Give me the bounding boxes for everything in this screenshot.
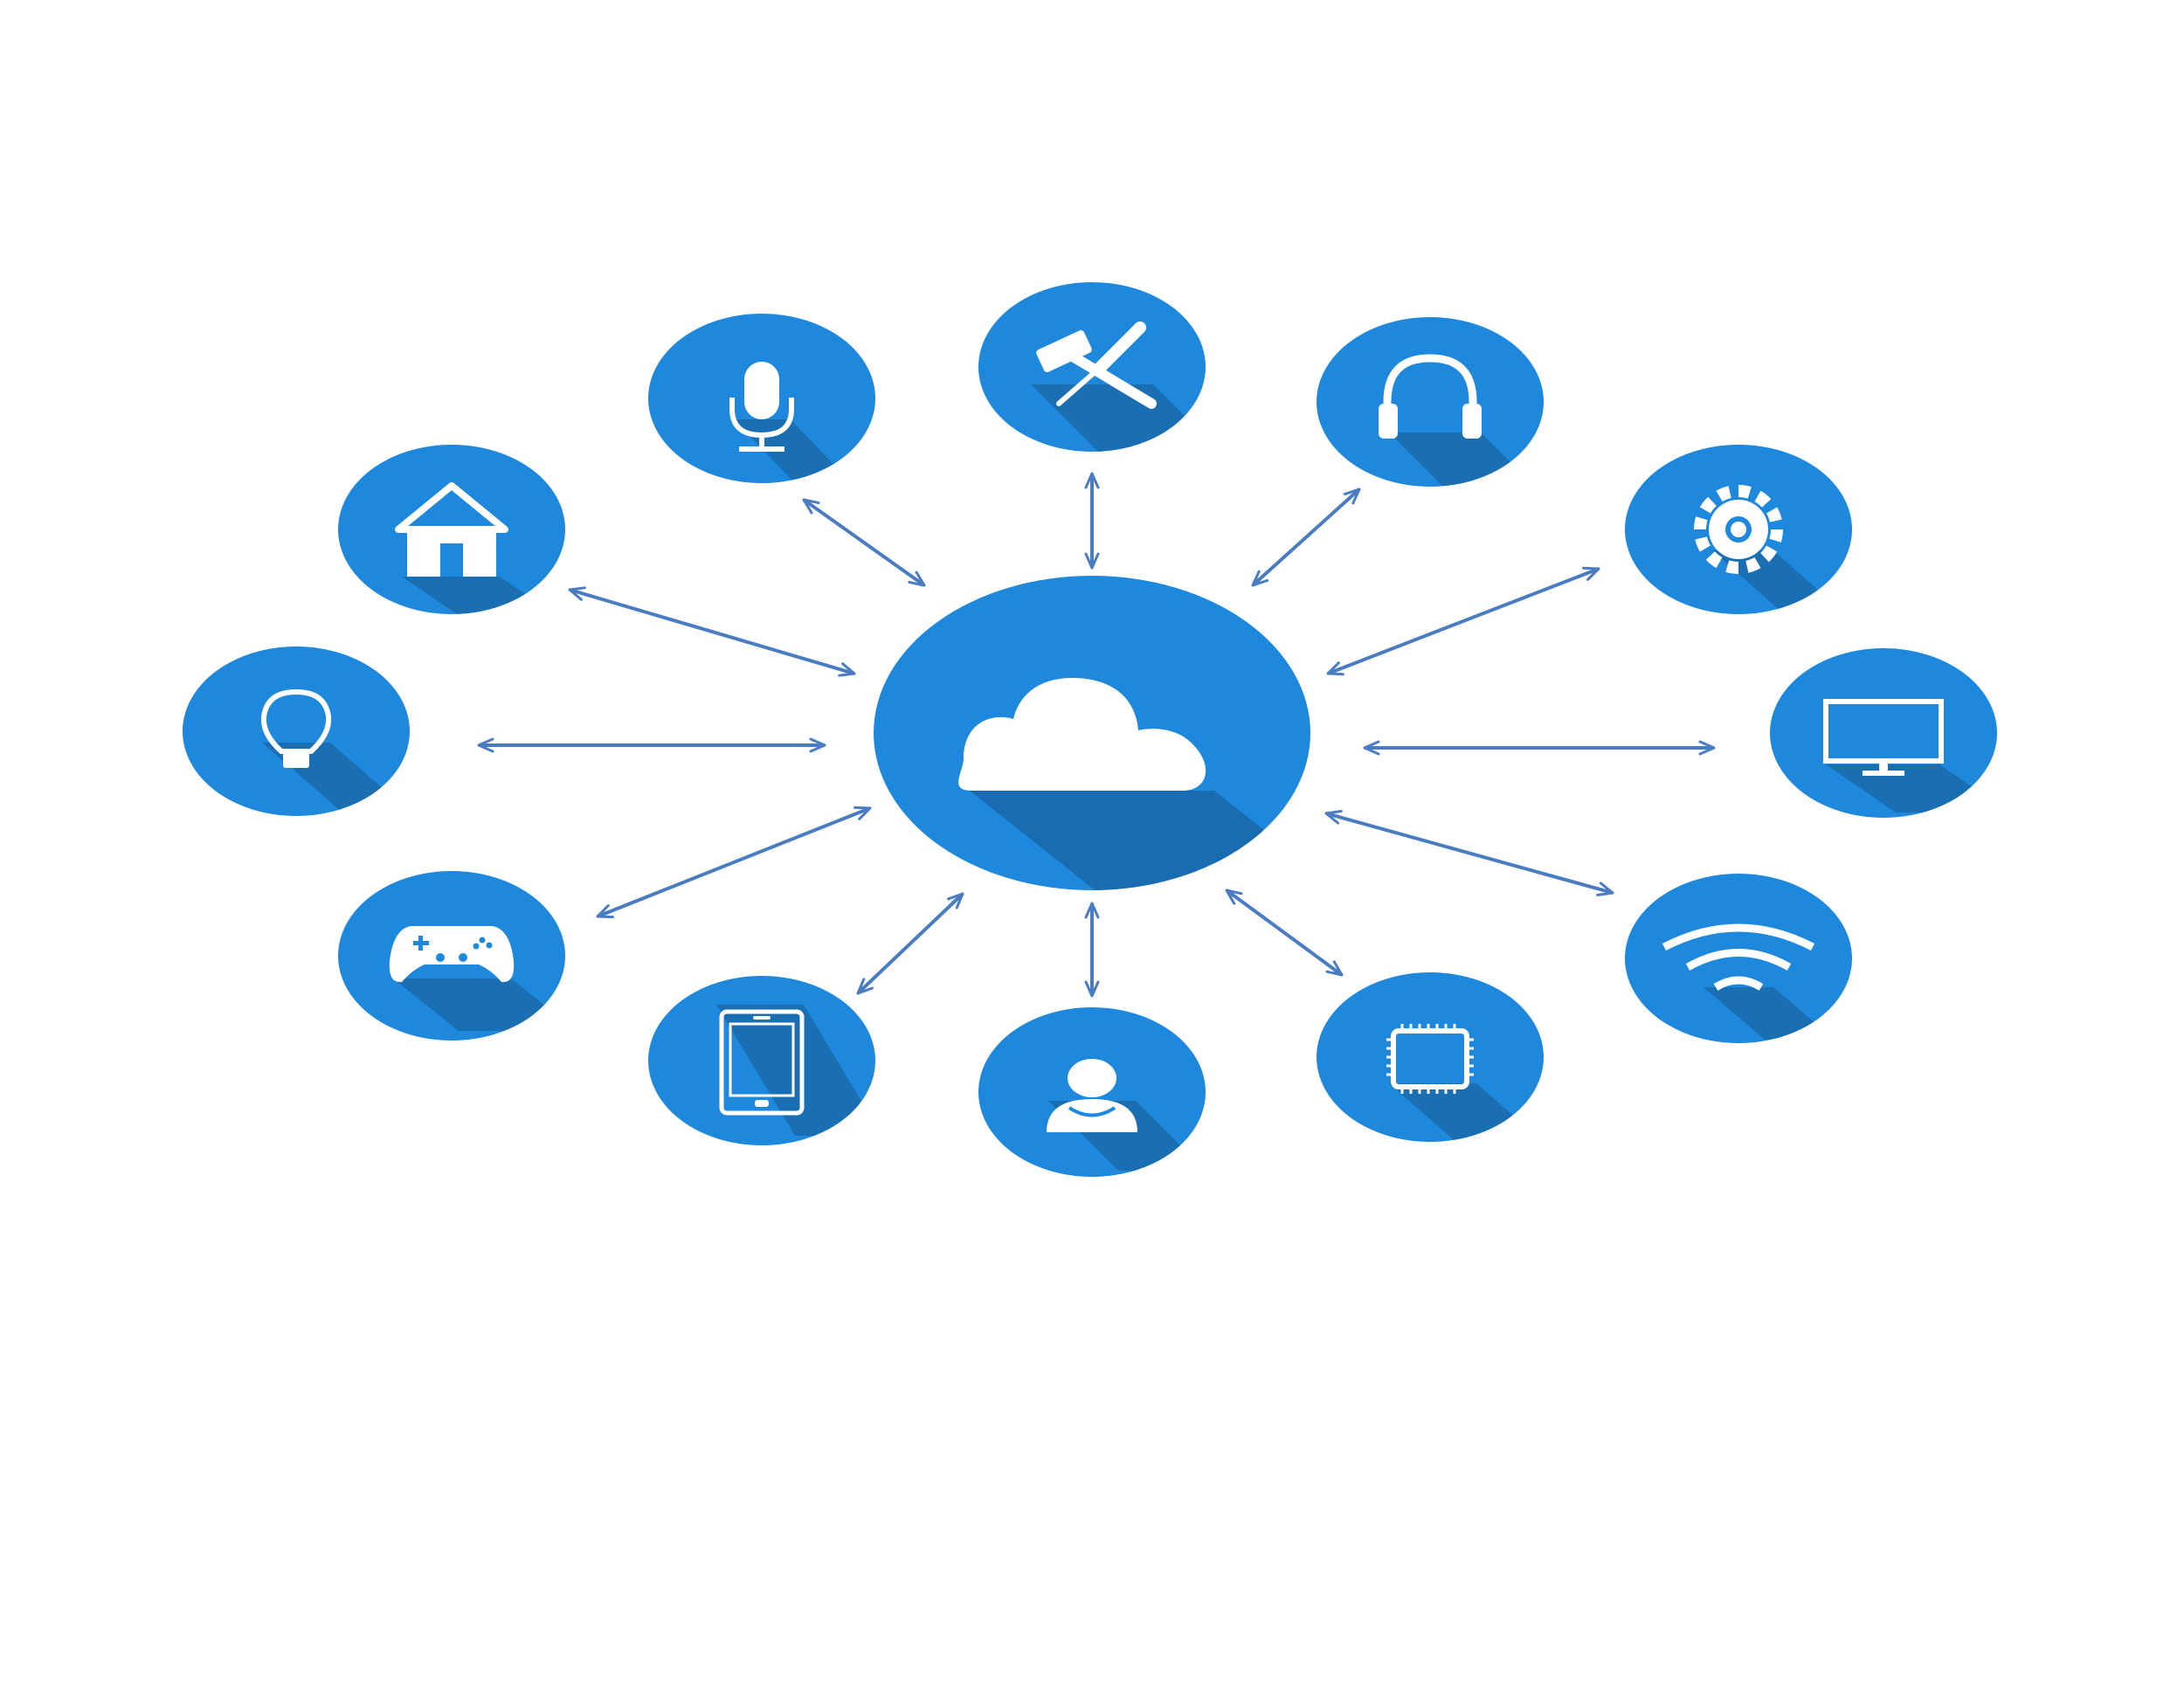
- chip-icon: [1386, 1024, 1474, 1094]
- monitor-icon: [1823, 699, 1944, 776]
- gamepad-icon: [389, 926, 515, 983]
- tools-icon: [1036, 322, 1157, 409]
- node-home: [338, 445, 565, 614]
- gear-icon: [1694, 485, 1783, 574]
- node-gear: [1625, 445, 1852, 614]
- microphone-icon: [729, 362, 794, 452]
- connections: [477, 472, 1716, 998]
- node-user: [978, 1007, 1206, 1177]
- node-lightbulb: [183, 646, 410, 816]
- connector-chip: [1225, 888, 1344, 977]
- connector-tablet: [856, 892, 964, 995]
- tablet-icon: [719, 1009, 805, 1116]
- node-tablet: [648, 976, 875, 1145]
- node-gamepad: [338, 871, 565, 1041]
- user-icon: [1047, 1059, 1137, 1132]
- node-chip: [1317, 972, 1544, 1142]
- node-microphone: [648, 314, 875, 483]
- node-headphones: [1317, 317, 1544, 487]
- home-icon: [395, 482, 508, 577]
- connector-gear: [1326, 566, 1600, 676]
- connector-headphones: [1251, 487, 1361, 587]
- connector-wifi: [1324, 810, 1614, 896]
- connector-gamepad: [596, 806, 872, 919]
- connector-microphone: [802, 498, 926, 587]
- lightbulb-icon: [260, 688, 332, 768]
- node-tools: [978, 282, 1206, 452]
- node-monitor: [1770, 648, 1997, 818]
- node-wifi: [1625, 874, 1852, 1043]
- cloud-icon: [958, 677, 1206, 791]
- headphones-icon: [1379, 354, 1482, 439]
- connector-home: [568, 586, 856, 677]
- hub-node: [874, 576, 1310, 890]
- wifi-icon: [1662, 923, 1815, 991]
